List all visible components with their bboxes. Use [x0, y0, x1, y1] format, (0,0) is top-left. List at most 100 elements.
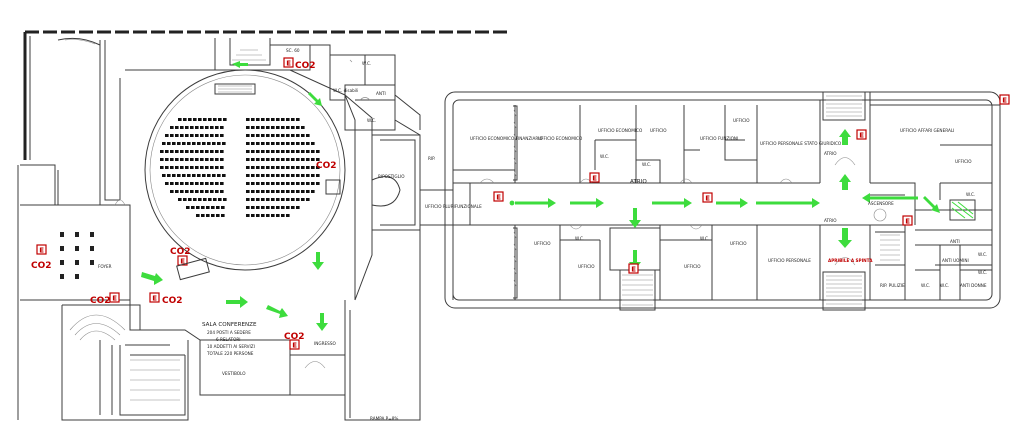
seat: [207, 142, 211, 145]
seat: [212, 174, 216, 177]
seat: [208, 198, 212, 201]
exit-sign: E: [109, 292, 120, 303]
seat: [160, 150, 164, 153]
seat: [190, 150, 194, 153]
seat: [175, 134, 179, 137]
seat: [306, 198, 310, 201]
seat: [220, 182, 224, 185]
seat: [246, 118, 250, 121]
room-label: W.C.: [966, 192, 975, 197]
seat: [281, 174, 285, 177]
seat: [251, 166, 255, 169]
seat: [311, 158, 315, 161]
seat: [251, 118, 255, 121]
seat: [251, 206, 255, 209]
seat: [195, 150, 199, 153]
seat: [207, 174, 211, 177]
seat: [220, 126, 224, 129]
exit-sign: E: [149, 292, 160, 303]
room-label: W.C.: [362, 61, 371, 66]
seat: [311, 174, 315, 177]
seat: [198, 118, 202, 121]
seat: [301, 166, 305, 169]
seat: [311, 142, 315, 145]
seat: [246, 142, 250, 145]
co2-label: CO2: [31, 261, 52, 271]
seat: [266, 134, 270, 137]
seat: [180, 150, 184, 153]
seat: [167, 174, 171, 177]
seat: [251, 158, 255, 161]
seat: [186, 206, 190, 209]
seat: [261, 158, 265, 161]
seat: [178, 198, 182, 201]
seat: [266, 126, 270, 129]
room-label: UFFICIO PLURIFUNZIONALE: [425, 204, 482, 209]
seat: [306, 190, 310, 193]
seat: [200, 150, 204, 153]
seat: [200, 166, 204, 169]
room-label: UFFICIO AFFARI GENERALI: [900, 128, 954, 133]
seat: [210, 158, 214, 161]
seat: [182, 142, 186, 145]
seat: [223, 198, 227, 201]
seat: [185, 134, 189, 137]
hall-capacity: SALA CONFERENZE 204 POSTI A SEDERE 6 REL…: [202, 322, 257, 356]
seat: [170, 126, 174, 129]
seat: [276, 190, 280, 193]
seat: [195, 158, 199, 161]
seat: [296, 126, 300, 129]
seat: [271, 182, 275, 185]
extinguishers: CO2 CO2 CO2 CO2 CO2 CO2 CO2: [31, 61, 341, 342]
seat: [201, 206, 205, 209]
seat: [202, 142, 206, 145]
seat: [180, 158, 184, 161]
seat: [200, 134, 204, 137]
seat: [251, 126, 255, 129]
seat: [281, 166, 285, 169]
room-label: INGRESSO: [314, 341, 336, 346]
room-label: VESTIBOLO: [222, 371, 246, 376]
seat: [306, 174, 310, 177]
seat: [216, 206, 220, 209]
room-label: UFFICIO: [733, 118, 750, 123]
room-label: ANTI: [950, 239, 960, 244]
auditorium: [144, 69, 346, 271]
seat: [266, 198, 270, 201]
seat: [188, 118, 192, 121]
seat: [276, 198, 280, 201]
seat: [222, 174, 226, 177]
seat: [183, 118, 187, 121]
seat: [205, 182, 209, 185]
seat: [296, 118, 300, 121]
room-label: UFFICIO: [578, 264, 595, 269]
seat: [276, 174, 280, 177]
room-label: UFFICIO: [955, 159, 972, 164]
seat: [215, 166, 219, 169]
svg-text:E: E: [1002, 96, 1007, 104]
seat: [185, 126, 189, 129]
seat: [175, 190, 179, 193]
room-label: RIP.: [428, 156, 435, 161]
seat: [266, 214, 270, 217]
seat: [271, 142, 275, 145]
seat: [246, 198, 250, 201]
seat: [281, 142, 285, 145]
seat: [205, 134, 209, 137]
seat: [170, 166, 174, 169]
seat: [220, 190, 224, 193]
stage: [214, 83, 256, 95]
seat: [193, 118, 197, 121]
seat: [211, 206, 215, 209]
seat: [246, 158, 250, 161]
conference-building-walls: [17, 30, 510, 421]
seat: [301, 198, 305, 201]
svg-text:E: E: [39, 246, 44, 254]
svg-text:E: E: [292, 341, 297, 349]
seat: [301, 134, 305, 137]
seat: [221, 214, 225, 217]
seat: [192, 174, 196, 177]
seat: [220, 150, 224, 153]
seat: [246, 206, 250, 209]
seat: [256, 198, 260, 201]
